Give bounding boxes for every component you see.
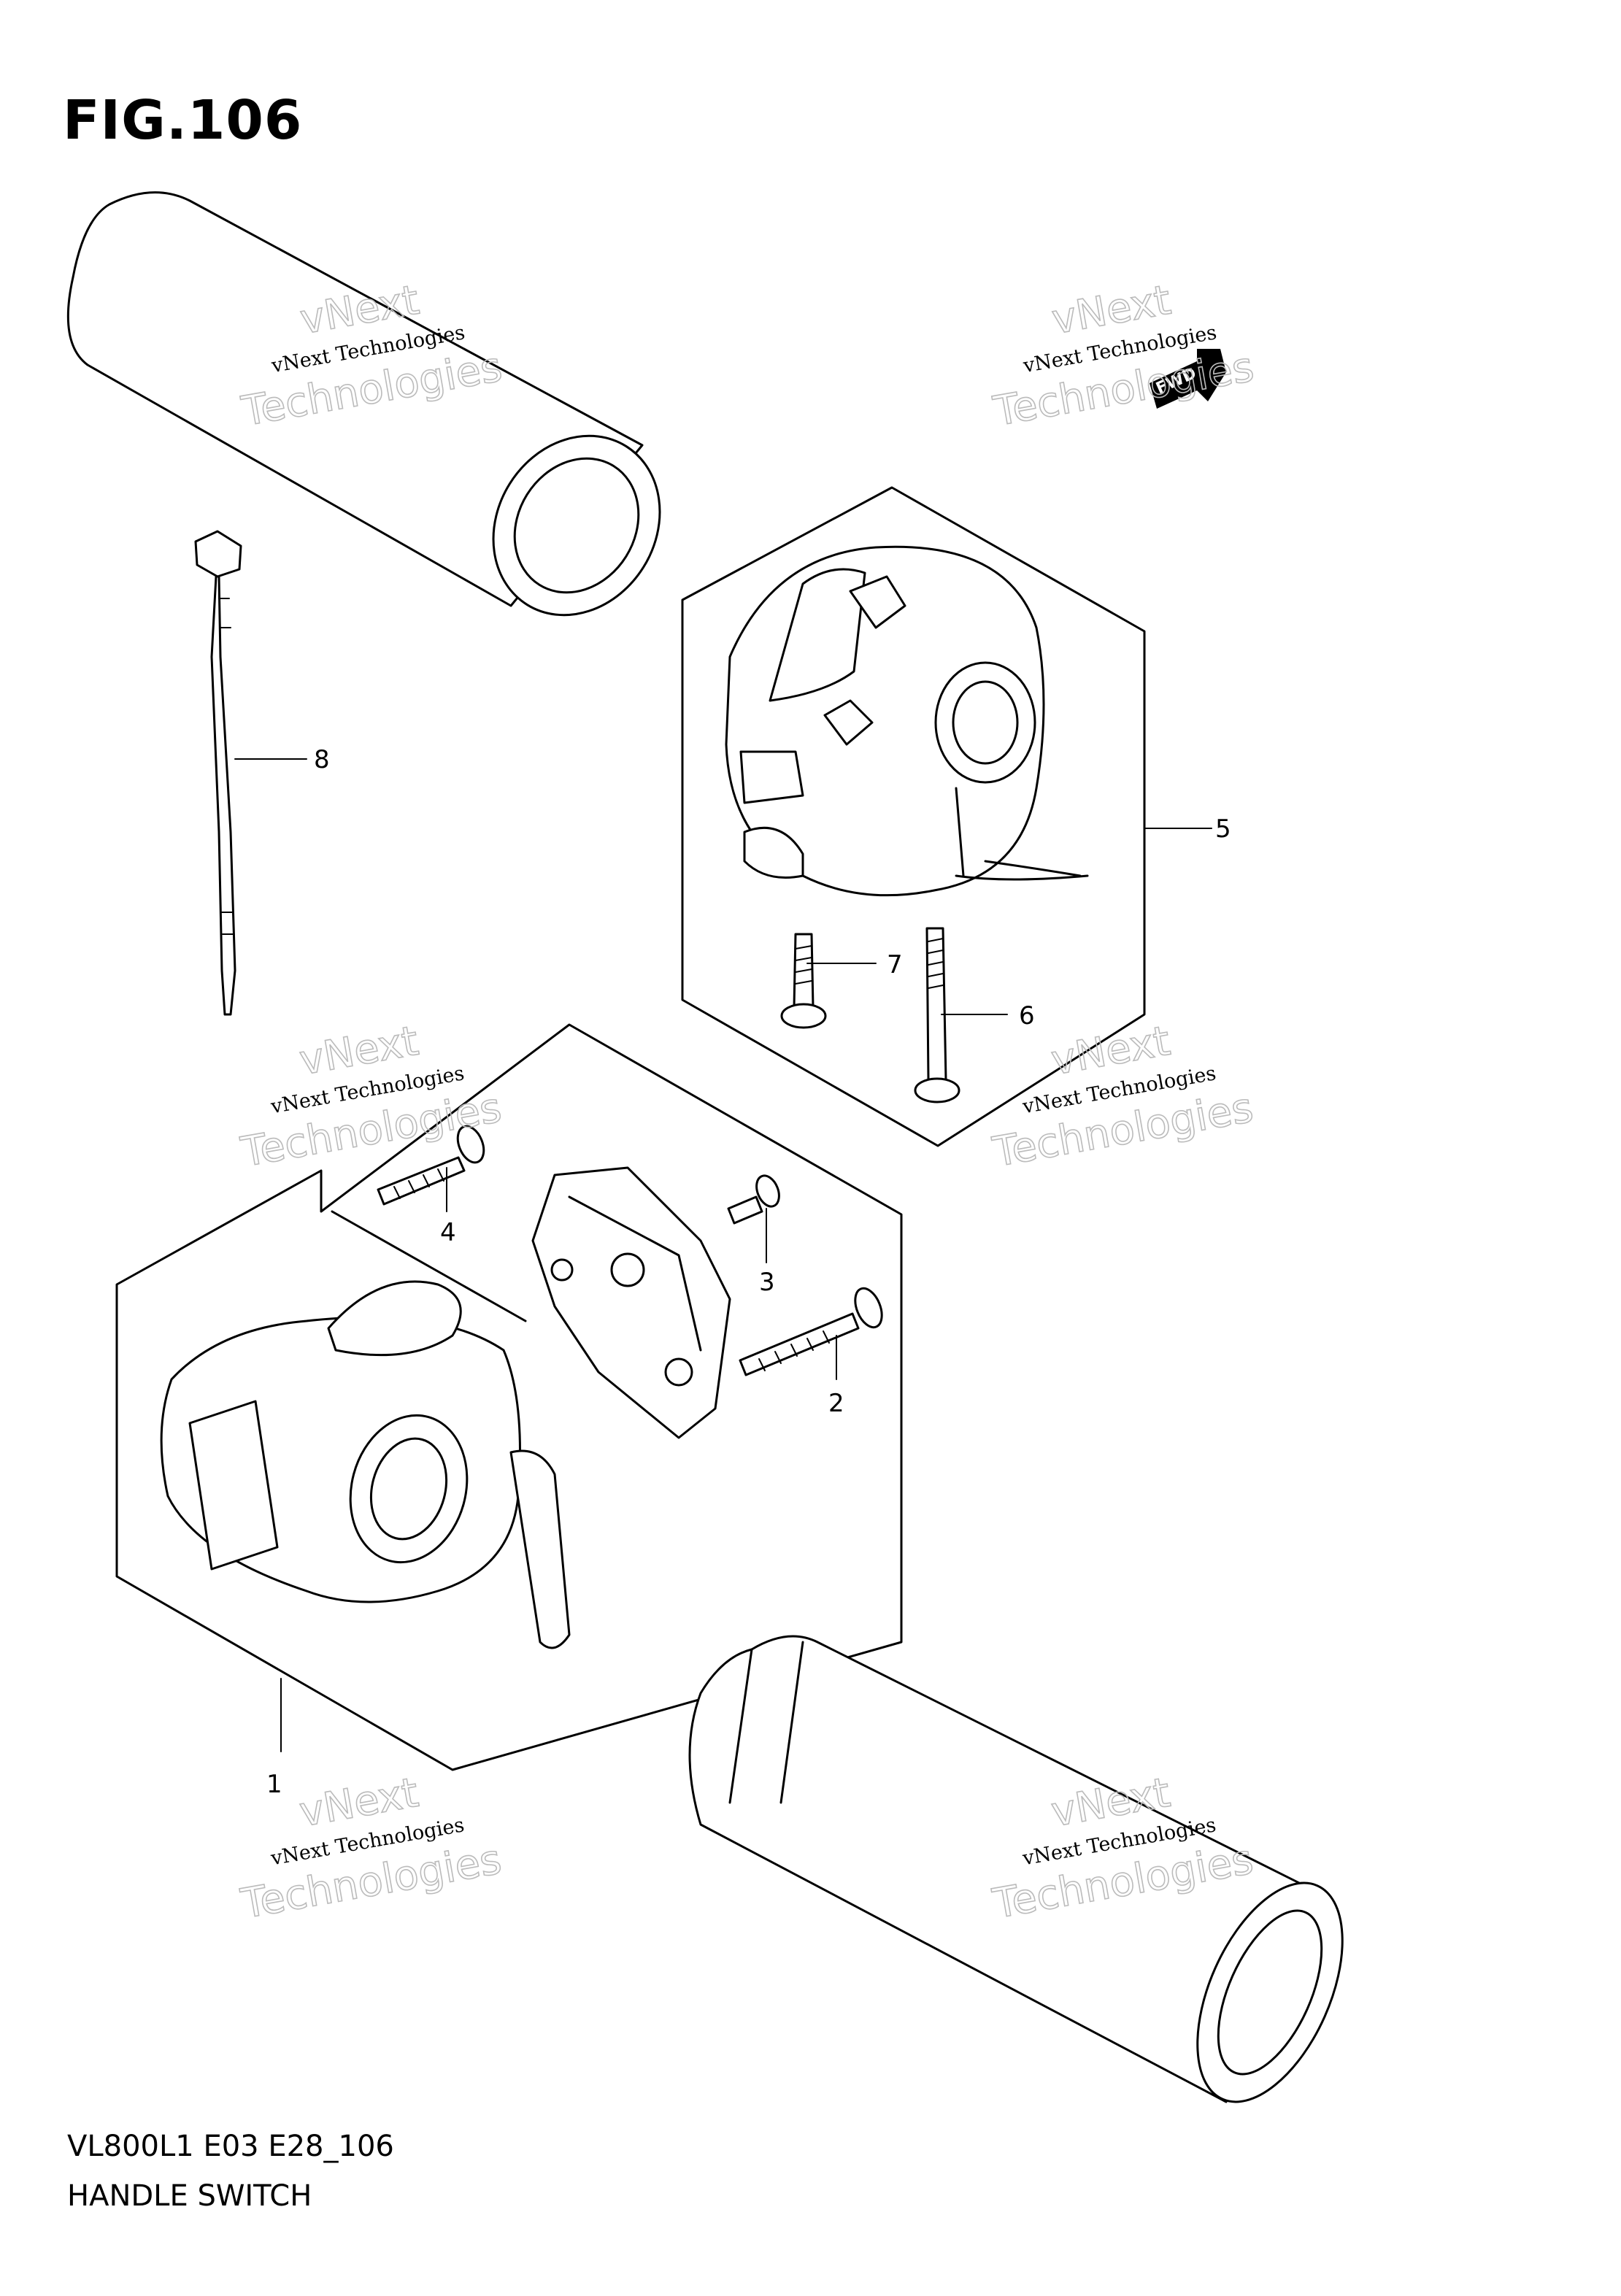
callout-3: 3	[759, 1268, 775, 1297]
callout-numbers: 1 2 3 4 5 6 7 8	[266, 745, 1231, 1799]
screw-4	[377, 1125, 485, 1206]
callout-5: 5	[1215, 814, 1231, 844]
callout-4: 4	[440, 1218, 456, 1247]
screw-7	[780, 933, 827, 1029]
callout-7: 7	[887, 950, 903, 979]
footer-diagram-name: HANDLE SWITCH	[67, 2179, 312, 2213]
watermark-top-right: vNext vNext Technologies Technologies	[989, 276, 1258, 436]
right-switch-box	[681, 486, 1146, 1147]
right-handle-switch-housing	[725, 545, 1089, 897]
callout-6: 6	[1019, 1001, 1035, 1030]
watermark-mid-right: vNext vNext Technologies Technologies	[989, 1017, 1258, 1177]
cable-tie	[194, 530, 242, 1016]
left-handle-switch-housing	[160, 1280, 571, 1649]
switch-bracket	[531, 1166, 731, 1439]
screw-6	[914, 927, 960, 1103]
right-throttle-grip	[688, 1635, 1344, 2103]
callout-8: 8	[314, 745, 330, 774]
left-handlebar-grip	[66, 191, 661, 617]
screw-3	[727, 1174, 780, 1225]
screw-2	[739, 1287, 883, 1376]
footer-diagram-code: VL800L1 E03 E28_106	[67, 2130, 394, 2163]
callout-1: 1	[266, 1770, 282, 1799]
left-switch-box	[115, 1023, 903, 1771]
leader-lines	[234, 758, 1212, 1752]
callout-2: 2	[828, 1389, 844, 1418]
figure-title: FIG.106	[63, 89, 303, 152]
